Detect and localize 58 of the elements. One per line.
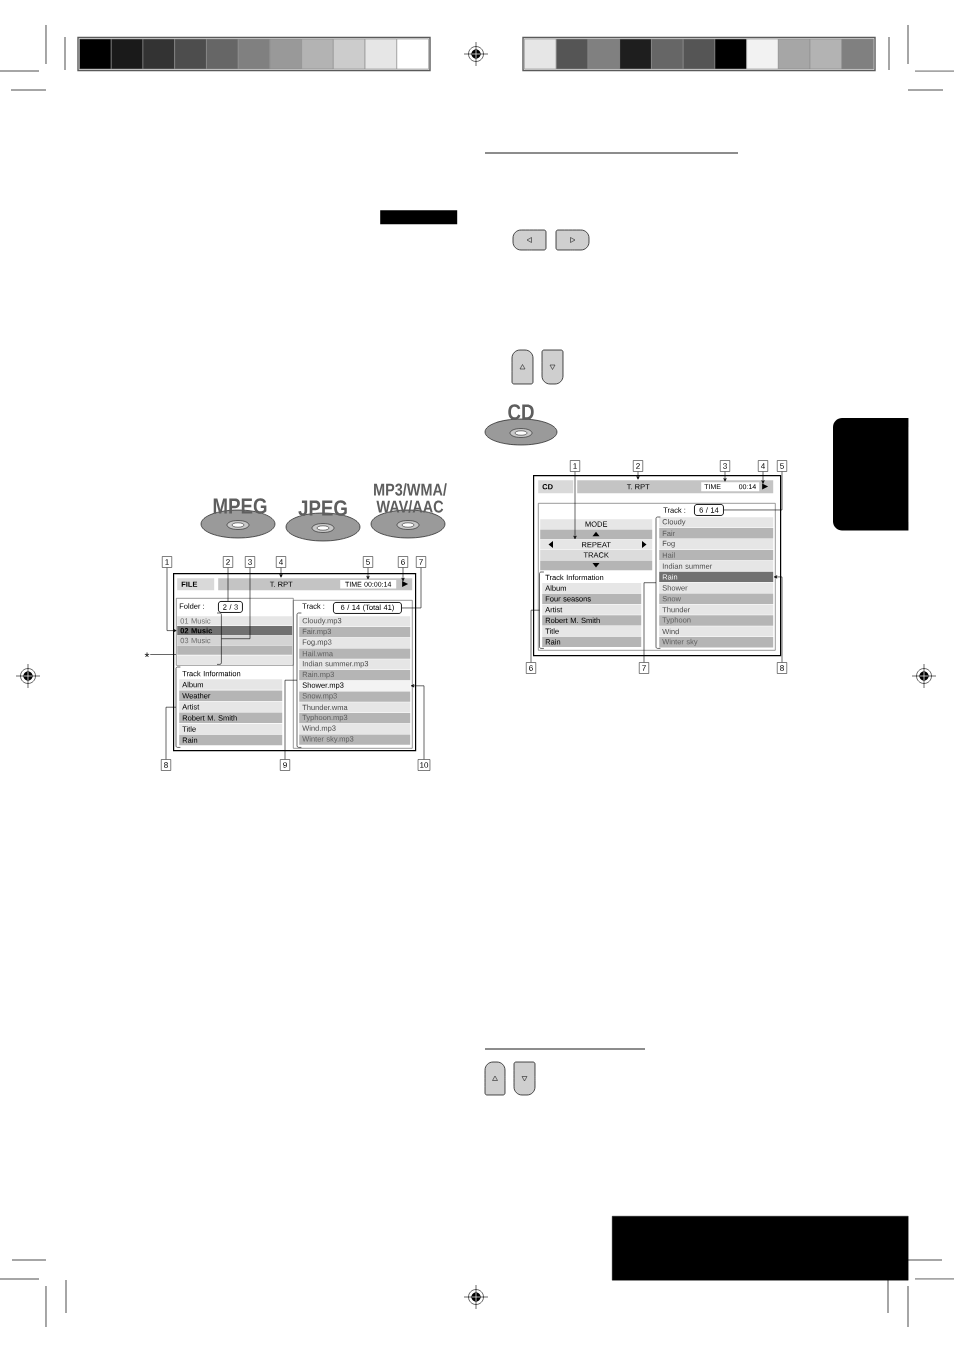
callout-number: 7	[639, 662, 649, 674]
leader-line	[573, 471, 577, 540]
bracket	[175, 666, 181, 748]
callout-number: 7	[416, 556, 426, 568]
side-tab	[833, 418, 909, 531]
leader-line	[723, 471, 727, 482]
leader-line	[165, 706, 177, 760]
asterisk: *	[144, 652, 150, 658]
callout-number: 4	[758, 460, 768, 472]
leader-line	[221, 567, 251, 639]
leader-line	[366, 567, 370, 580]
disc-label: MP3/WMA/ WAV/AAC	[374, 483, 447, 513]
callout-number: 5	[363, 556, 373, 568]
list-row	[177, 655, 293, 665]
bracket	[539, 571, 545, 649]
callout-number: 6	[526, 662, 536, 674]
disc-label: JPEG	[298, 500, 347, 516]
play-triangle	[762, 483, 769, 490]
leader-line	[401, 567, 422, 609]
screen-frame	[173, 573, 417, 752]
callout-number: 6	[398, 556, 408, 568]
filled-box	[612, 1216, 909, 1281]
leader-line	[166, 567, 177, 633]
callout-number: 2	[223, 556, 233, 568]
callout-number: 3	[245, 556, 255, 568]
menu-row	[540, 529, 653, 540]
leader-line	[723, 471, 783, 511]
leader-line	[410, 684, 425, 760]
callout-number: 8	[161, 759, 171, 771]
bracket	[655, 516, 661, 649]
leader-line	[279, 567, 283, 578]
menu-row	[540, 560, 653, 571]
bracket	[296, 612, 302, 748]
leader-line	[530, 609, 540, 663]
list-row	[177, 645, 293, 655]
disc-label: MPEG	[213, 498, 267, 514]
callout-number: 1	[162, 556, 172, 568]
leader-line	[401, 567, 405, 582]
leader-line	[284, 679, 298, 760]
callout-number: 8	[777, 662, 787, 674]
callout-number: 2	[633, 460, 643, 472]
leader-line	[761, 471, 765, 484]
callout-number: 3	[720, 460, 730, 472]
callout-number: 4	[276, 556, 286, 568]
screen-frame	[533, 475, 782, 657]
disc-label: CD	[508, 404, 534, 420]
callout-number: 5	[777, 460, 787, 472]
leader-line	[636, 471, 640, 480]
leader-line	[227, 567, 229, 602]
leader-line	[773, 575, 783, 663]
callout-number: 1	[570, 460, 580, 472]
bracket	[216, 612, 222, 665]
leader-line	[643, 582, 657, 663]
play-triangle	[402, 581, 409, 587]
callout-number: 9	[280, 759, 290, 771]
callout-number: 10	[417, 759, 431, 771]
filled-bar	[380, 210, 458, 225]
leader-line	[149, 654, 177, 655]
